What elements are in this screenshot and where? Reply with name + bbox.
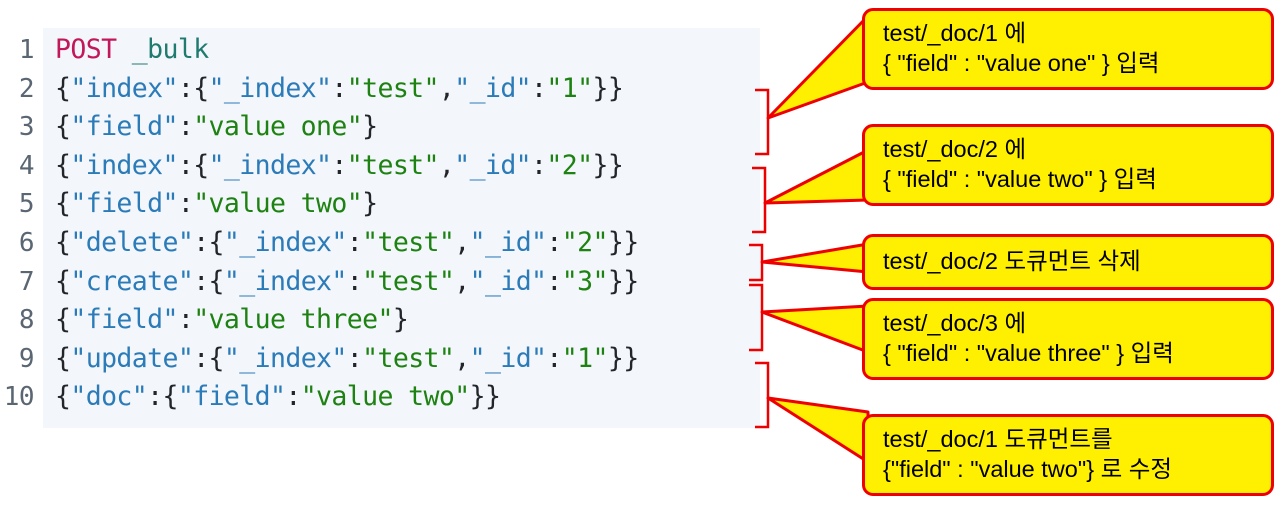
line-number-gutter: 1 2 3 4 5 6 7 8 9 10 <box>0 28 43 428</box>
code-line: {"delete":{"_index":"test","_id":"2"}} <box>55 226 639 258</box>
callout-line-1: test/_doc/1 도큐먼트를 <box>883 426 1113 452</box>
callout-index-2: test/_doc/2 에 { "field" : "value two" } … <box>862 124 1274 207</box>
code-block: 1 2 3 4 5 6 7 8 9 10 POST _bulk {"index"… <box>0 28 760 428</box>
code-line: {"field":"value two"} <box>55 188 378 220</box>
line-number: 7 <box>18 266 35 297</box>
callout-line-2: { "field" : "value three" } 입력 <box>883 340 1174 367</box>
code-line: {"index":{"_index":"test","_id":"2"}} <box>55 149 624 181</box>
code-line: {"index":{"_index":"test","_id":"1"}} <box>55 72 624 104</box>
callout-tail <box>760 242 870 274</box>
line-number: 2 <box>18 73 35 104</box>
callout-create-3: test/_doc/3 에 { "field" : "value three" … <box>862 298 1274 381</box>
callout-line-2: { "field" : "value two" } 입력 <box>883 166 1157 193</box>
line-number: 4 <box>18 150 35 181</box>
callout-line-1: test/_doc/1 에 <box>883 20 1027 46</box>
line-number: 1 <box>18 35 35 65</box>
line-number: 9 <box>18 343 35 374</box>
code-line: {"field":"value three"} <box>55 304 409 336</box>
code-line: {"doc":{"field":"value two"}} <box>55 381 501 413</box>
callout-line-1: test/_doc/3 에 <box>883 310 1027 336</box>
callout-tail <box>766 14 870 120</box>
callout-tail <box>766 396 870 464</box>
line-number: 3 <box>18 112 35 143</box>
callout-delete-2: test/_doc/2 도큐먼트 삭제 <box>862 234 1274 291</box>
callout-tail <box>763 148 870 205</box>
code-text-area[interactable]: POST _bulk {"index":{"_index":"test","_i… <box>43 28 760 428</box>
line-number: 5 <box>18 189 35 220</box>
callout-line-1: test/_doc/2 도큐먼트 삭제 <box>883 248 1141 274</box>
callout-tail <box>760 304 870 354</box>
line-number: 8 <box>18 305 35 336</box>
callout-index-1: test/_doc/1 에 { "field" : "value one" } … <box>862 8 1274 91</box>
callout-line-2: { "field" : "value one" } 입력 <box>883 50 1160 77</box>
line-number: 10 <box>3 382 35 413</box>
callout-line-1: test/_doc/2 에 <box>883 136 1027 162</box>
code-line: POST _bulk <box>55 34 209 65</box>
code-line: {"create":{"_index":"test","_id":"3"}} <box>55 265 639 297</box>
code-line: {"update":{"_index":"test","_id":"1"}} <box>55 342 639 374</box>
code-line: {"field":"value one"} <box>55 111 378 143</box>
callout-line-2: {"field" : "value two"} 로 수정 <box>883 456 1172 483</box>
callout-update-1: test/_doc/1 도큐먼트를 {"field" : "value two"… <box>862 414 1274 497</box>
line-number: 6 <box>18 227 35 258</box>
